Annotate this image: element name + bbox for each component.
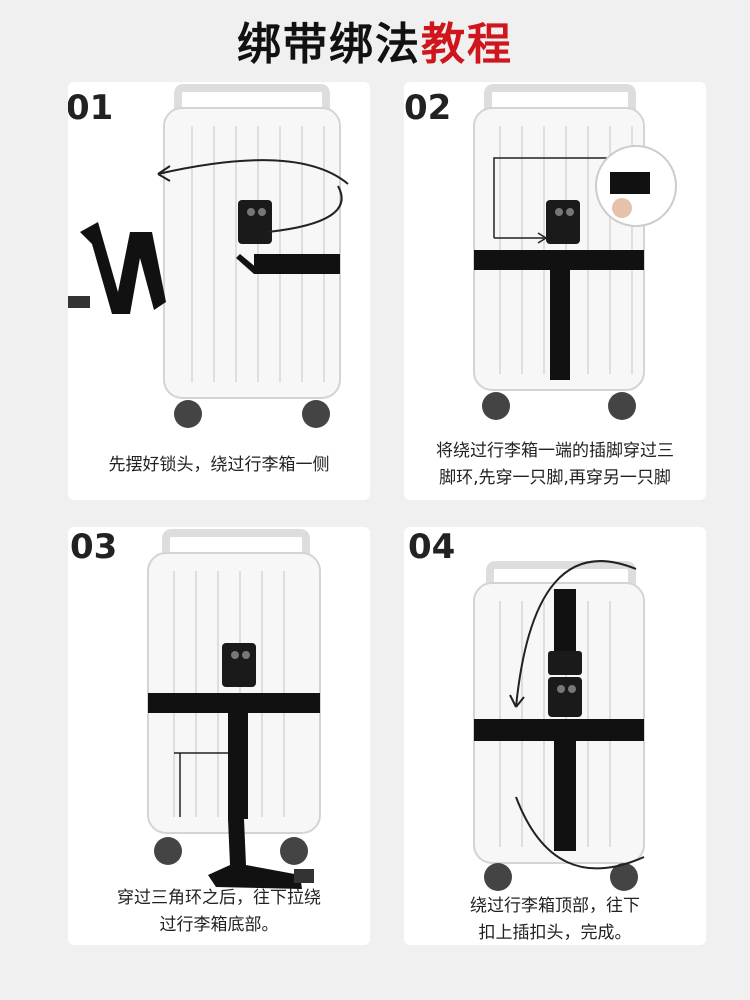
step-card-1: 01 先摆好锁头，绕过行李箱一侧 [68, 82, 370, 500]
step-4-illustration [473, 560, 645, 891]
title-highlight: 教程 [421, 19, 513, 70]
caption-line: 先摆好锁头，绕过行李箱一侧 [108, 455, 330, 475]
step-2-illustration [473, 84, 677, 420]
caption-line: 扣上插扣头，完成。 [478, 923, 632, 943]
step-3-illustration [147, 529, 321, 889]
step-caption: 将绕过行李箱一端的插脚穿过三 脚环,先穿一只脚,再穿另一只脚 [404, 438, 706, 492]
step-caption: 绕过行李箱顶部，往下 扣上插扣头，完成。 [404, 893, 706, 945]
step-number: 04 [408, 527, 456, 567]
step-1-illustration [68, 84, 349, 428]
caption-line: 绕过行李箱顶部，往下 [470, 896, 640, 916]
step-caption: 先摆好锁头，绕过行李箱一侧 [68, 452, 370, 479]
step-number: 02 [404, 88, 452, 128]
page-title: 绑带绑法教程 [0, 8, 750, 72]
step-number: 03 [70, 527, 118, 567]
step-number: 01 [68, 88, 114, 128]
step-card-2: 02 将绕过行李箱一端的插脚穿过三 脚环,先穿一只脚,再穿另一只脚 [404, 82, 706, 500]
caption-line: 脚环,先穿一只脚,再穿另一只脚 [439, 468, 671, 488]
caption-line: 穿过三角环之后，往下拉绕 [117, 888, 321, 908]
title-main: 绑带绑法 [237, 19, 421, 70]
step-card-4: 04 绕过行李箱顶部，往下 扣上插扣头，完成。 [404, 527, 706, 945]
step-card-3: 03 穿过三角环之后，往下拉绕 过行李箱底部。 [68, 527, 370, 945]
step-caption: 穿过三角环之后，往下拉绕 过行李箱底部。 [68, 885, 370, 939]
caption-line: 过行李箱底部。 [159, 915, 279, 935]
caption-line: 将绕过行李箱一端的插脚穿过三 [436, 441, 674, 461]
